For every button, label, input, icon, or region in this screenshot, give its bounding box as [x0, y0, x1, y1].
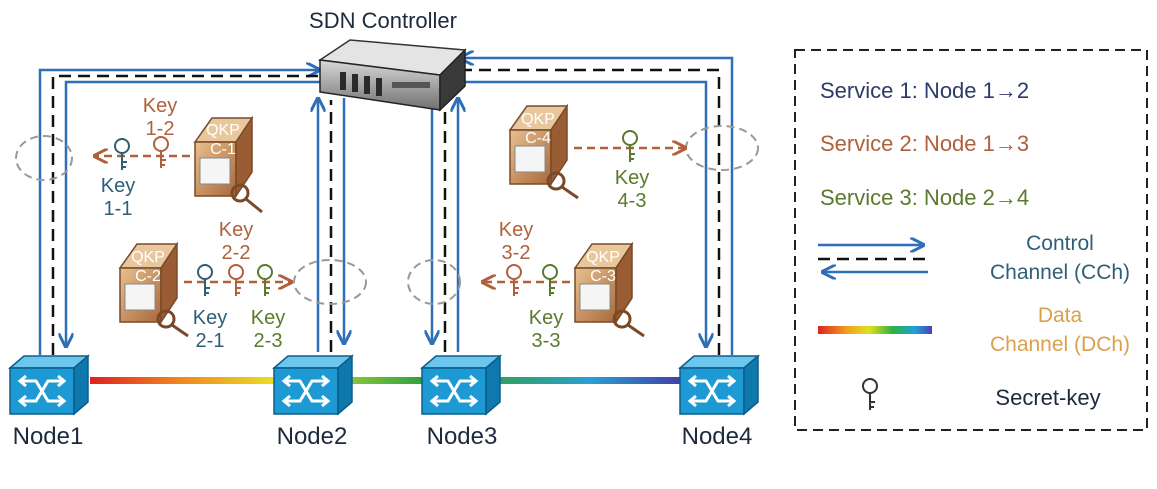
- key-3-3-line2: 3-3: [532, 330, 561, 352]
- legend-service-3: Service 3: Node 2→4: [820, 185, 1029, 210]
- node4-label: Node4: [682, 423, 753, 450]
- qkp-c4-line1: QKP: [521, 111, 555, 128]
- qkp-c1: QKP C-1: [193, 115, 263, 214]
- key-1-1-line2: 1-1: [104, 198, 133, 220]
- control-channel-symbol: [818, 245, 930, 272]
- secret-key-icon: [862, 378, 878, 411]
- key-icon: [622, 130, 638, 163]
- qkp-c1-line2: C-1: [210, 141, 236, 158]
- legend-control-line2: Channel (CCh): [990, 261, 1130, 284]
- data-channel: [90, 377, 680, 384]
- qkp-c2-line2: C-2: [135, 268, 161, 285]
- node1-switch: [7, 354, 91, 416]
- key-2-1-line2: 2-1: [196, 330, 225, 352]
- key-icon: [257, 264, 273, 297]
- key-1-2-line2: 1-2: [146, 118, 175, 140]
- qkp-c2: QKP C-2: [118, 241, 189, 338]
- key-icon: [153, 136, 169, 169]
- key-2-3-line2: 2-3: [254, 330, 283, 352]
- qkp-c4-line2: C-4: [525, 130, 551, 147]
- qkp-c1-line1: QKP: [206, 122, 240, 139]
- qkp-c4: QKP C-4: [508, 103, 579, 200]
- key-2-2-line2: 2-2: [222, 242, 251, 264]
- switches: [7, 354, 761, 416]
- key-2-2-line1: Key: [219, 219, 253, 241]
- controller-title: SDN Controller: [309, 8, 457, 33]
- legend-control-line1: Control: [1026, 232, 1094, 255]
- key-icon: [228, 264, 244, 297]
- node2-label: Node2: [277, 423, 348, 450]
- key-1-1-line1: Key: [101, 175, 135, 197]
- server-icon: [317, 39, 467, 112]
- key-icon: [114, 138, 130, 171]
- key-icon: [197, 264, 213, 297]
- sdn-controller: SDN Controller: [309, 8, 467, 112]
- node1-label: Node1: [13, 423, 84, 450]
- legend: Service 1: Node 1→2 Service 2: Node 1→3 …: [794, 49, 1148, 431]
- legend-box: [794, 49, 1148, 431]
- key-icon: [506, 264, 522, 297]
- key-3-2-line1: Key: [499, 219, 533, 241]
- key-1-2-line1: Key: [143, 95, 177, 117]
- qkp-c3: QKP C-3: [573, 241, 645, 338]
- key-4-3-line1: Key: [615, 167, 649, 189]
- qkp-c3-line2: C-3: [590, 268, 616, 285]
- key-icon: [542, 264, 558, 297]
- qkp-c2-line1: QKP: [131, 249, 165, 266]
- legend-service-2: Service 2: Node 1→3: [820, 131, 1029, 156]
- key-2-1-line1: Key: [193, 307, 227, 329]
- key-3-3-line1: Key: [529, 307, 563, 329]
- node4-switch: [677, 354, 761, 416]
- legend-secret-key: Secret-key: [995, 385, 1100, 410]
- control-channels: [38, 58, 734, 355]
- data-channel-symbol: [818, 326, 932, 334]
- node3-label: Node3: [427, 423, 498, 450]
- key-4-3-line2: 4-3: [618, 190, 647, 212]
- node2-switch: [271, 354, 355, 416]
- key-2-3-line1: Key: [251, 307, 285, 329]
- key-3-2-line2: 3-2: [502, 242, 531, 264]
- qkp-c3-line1: QKP: [586, 249, 620, 266]
- legend-service-1: Service 1: Node 1→2: [820, 78, 1029, 103]
- node3-switch: [419, 354, 503, 416]
- legend-data-line2: Channel (DCh): [990, 333, 1130, 356]
- legend-data-line1: Data: [1038, 304, 1083, 327]
